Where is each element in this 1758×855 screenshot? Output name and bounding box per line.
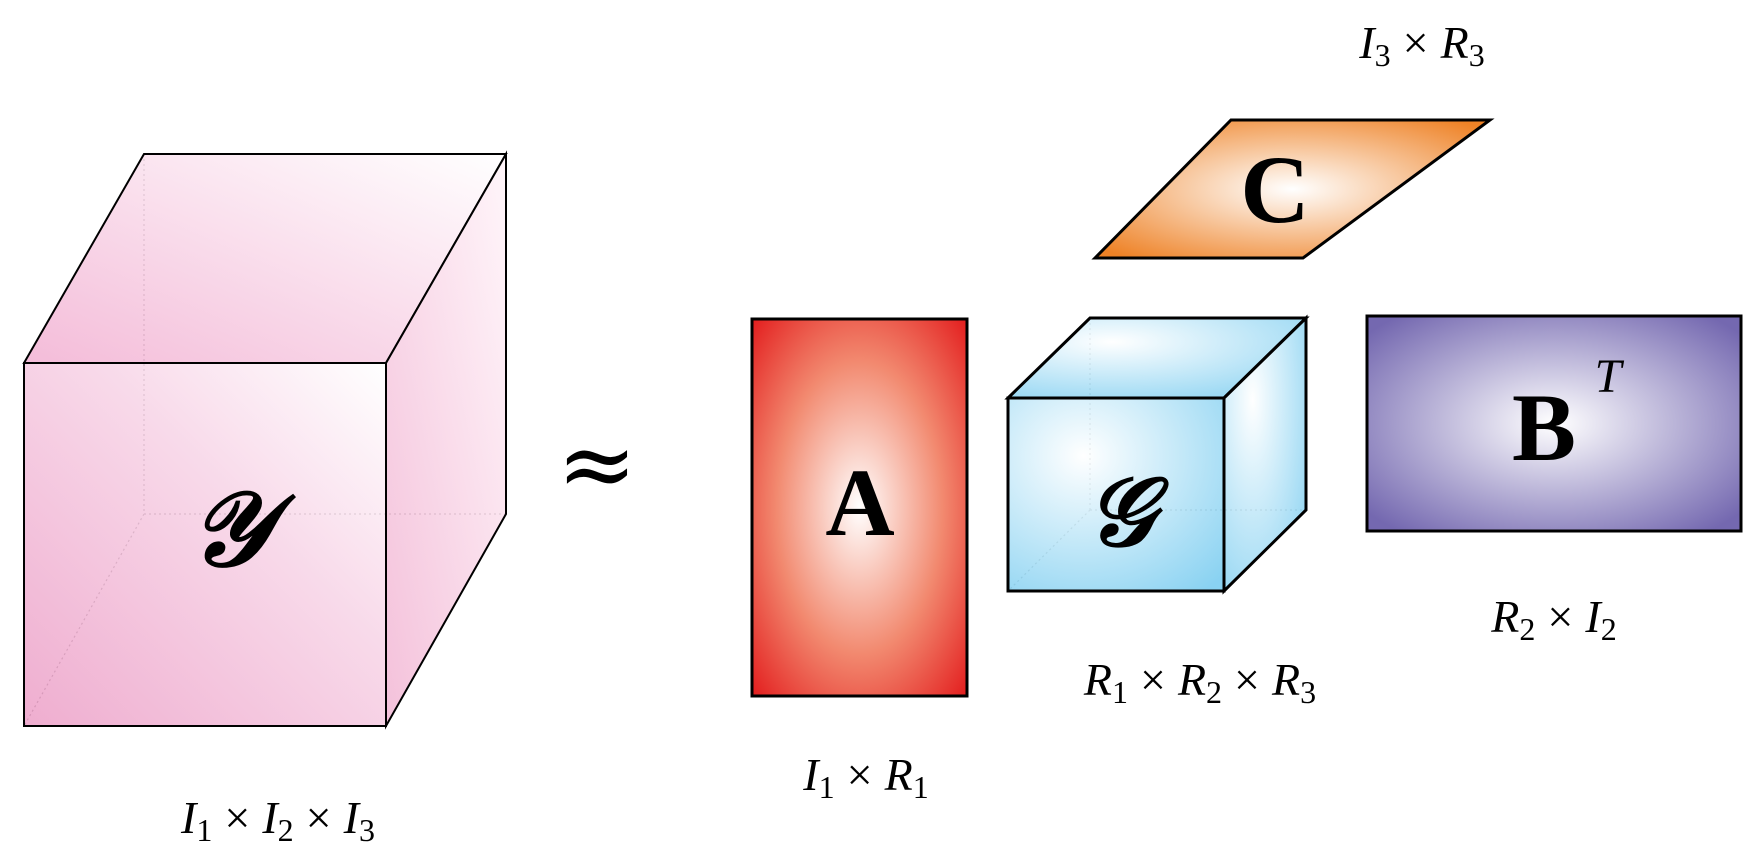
core-tensor-g-cube: 𝒢 [1004, 314, 1310, 595]
matrix-c: C [1091, 118, 1495, 260]
approx-symbol: ≈ [557, 408, 637, 520]
matrix-c-shape [1091, 118, 1495, 260]
matrix-a-dims-label: I1×R1 [802, 749, 928, 805]
tensor-y-dims-label: I1×I2×I3 [180, 792, 375, 848]
matrix-b-rect [1365, 314, 1743, 533]
matrix-b-transpose: B T [1365, 314, 1743, 533]
matrix-a: A [750, 317, 969, 698]
matrix-c-letter: C [1240, 136, 1309, 243]
matrix-c-dims-label: I3×R3 [1358, 17, 1484, 73]
core-g-right-face [1222, 314, 1308, 595]
matrix-b-letter: B [1512, 374, 1576, 481]
matrix-a-rect [750, 317, 969, 698]
core-g-dims-label: R1×R2×R3 [1083, 654, 1316, 710]
matrix-a-letter: A [825, 449, 894, 556]
matrix-b-dims-label: R2×I2 [1490, 591, 1616, 647]
tensor-y-right-face [385, 150, 507, 730]
tensor-y-cube: 𝒴 [22, 150, 508, 730]
matrix-b-superscript: T [1595, 350, 1625, 403]
